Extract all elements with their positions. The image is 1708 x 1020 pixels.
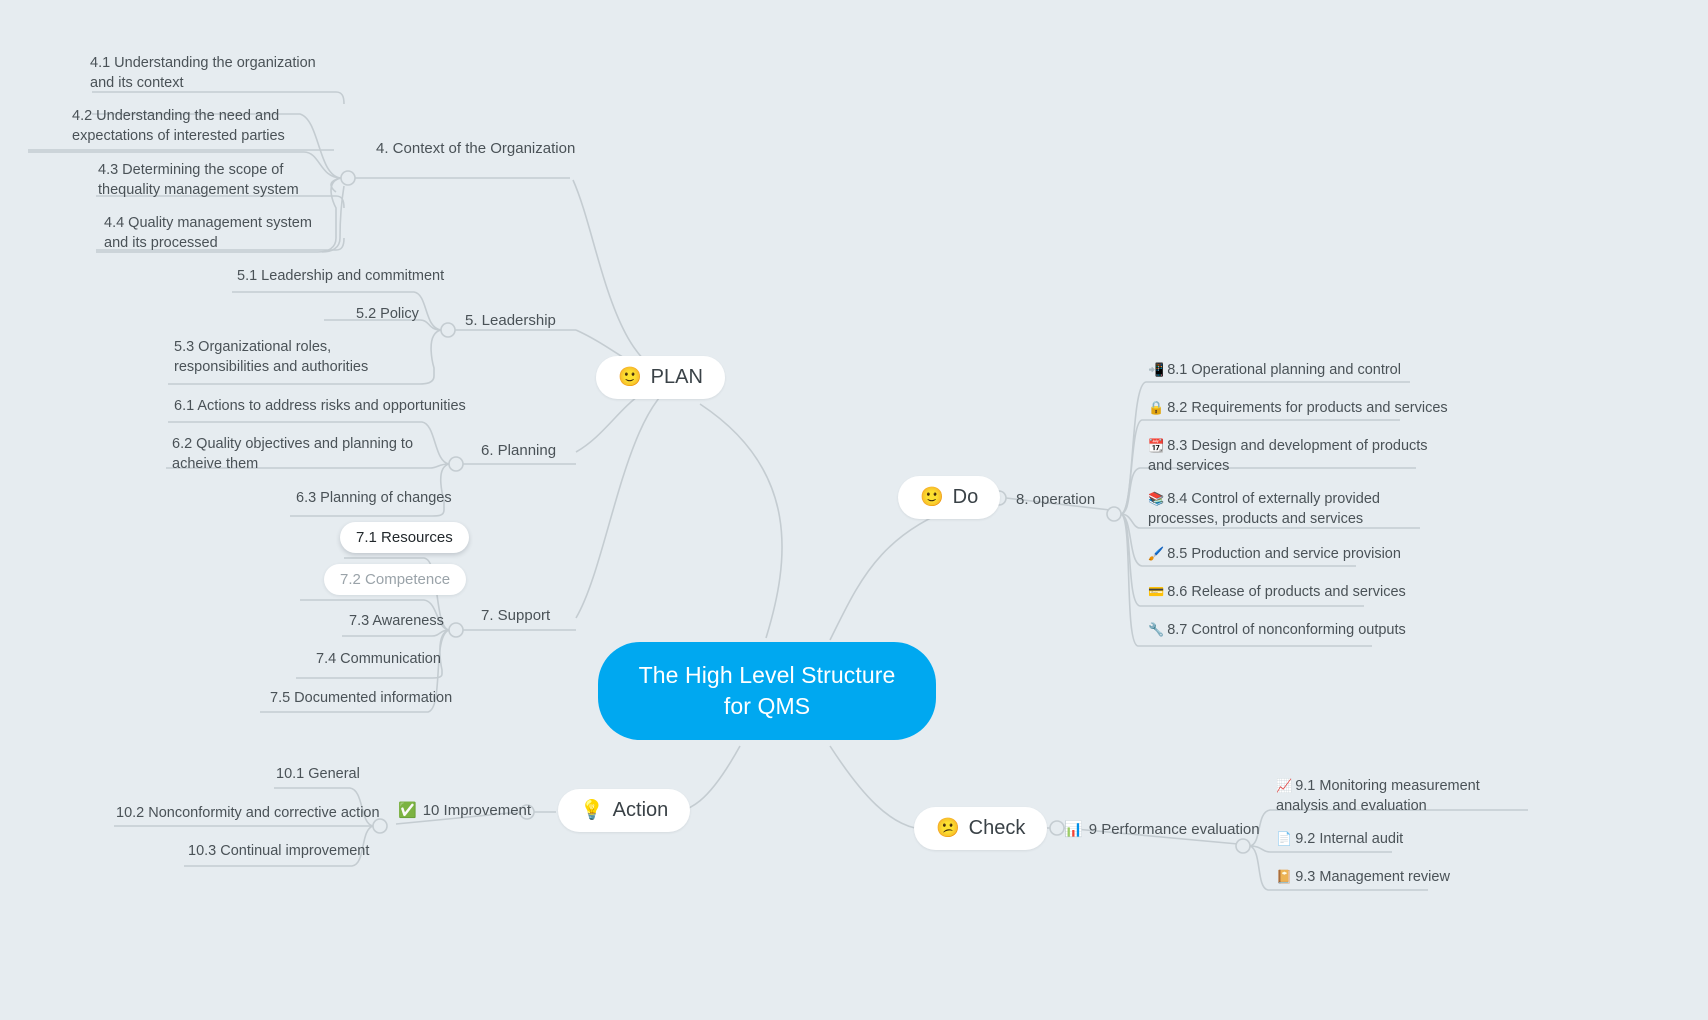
group-label-6: 6. Planning [481,442,557,459]
leaf-node-8-5[interactable]: 🖌️8.5 Production and service provision [1140,542,1409,569]
leaf-label-hover: 7.2 Competence [324,564,467,595]
slightly-smiling-face-icon: 🙂 [920,487,944,508]
leaf-label: 4.4 Quality management system and its pr… [104,215,312,251]
leaf-label: 8.6 Release of products and services [1167,584,1406,600]
lock-icon: 🔒 [1148,400,1165,415]
leaf-node-8-4[interactable]: 📚8.4 Control of externally provided proc… [1140,487,1430,534]
group-node-10[interactable]: ✅ 10 Improvement [398,801,531,821]
leaf-node-5-1[interactable]: 5.1 Leadership and commitment [229,264,452,291]
leaf-node-8-3[interactable]: 📆8.3 Design and development of products … [1140,434,1440,481]
group-node-4[interactable]: 4. Context of the Organization [376,139,575,159]
leaf-label: 7.4 Communication [316,651,441,667]
books-icon: 📚 [1148,491,1165,506]
branch-label-do: Do [952,486,979,508]
leaf-node-8-1[interactable]: 📲8.1 Operational planning and control [1140,358,1409,385]
leaf-label: 6.2 Quality objectives and planning to a… [172,436,414,472]
bar-chart-icon: 📊 [1064,821,1083,838]
leaf-node-10-2[interactable]: 10.2 Nonconformity and corrective action [108,801,388,828]
paintbrush-icon: 🖌️ [1148,546,1165,561]
branch-label-check: Check [968,817,1026,839]
leaf-node-6-1[interactable]: 6.1 Actions to address risks and opportu… [166,394,474,421]
leaf-node-9-2[interactable]: 📄9.2 Internal audit [1268,827,1411,854]
branch-node-plan[interactable]: 🙂 PLAN [596,356,725,399]
leaf-node-5-3[interactable]: 5.3 Organizational roles, responsibiliti… [166,335,424,382]
check-mark-button-icon: ✅ [398,802,417,819]
leaf-node-8-6[interactable]: 💳8.6 Release of products and services [1140,580,1414,607]
leaf-label: 5.1 Leadership and commitment [237,268,445,284]
leaf-label: 6.3 Planning of changes [296,490,452,506]
mobile-phone-arrow-icon: 📲 [1148,362,1165,377]
leaf-node-8-7[interactable]: 🔧8.7 Control of nonconforming outputs [1140,618,1414,645]
leaf-node-6-2[interactable]: 6.2 Quality objectives and planning to a… [164,432,454,479]
leaf-label: 4.1 Understanding the organization and i… [90,55,316,91]
branch-label-plan: PLAN [650,366,703,388]
leaf-label: 4.2 Understanding the need and expectati… [72,108,285,144]
root-label: The High Level Structure for QMS [638,661,896,719]
group-node-6[interactable]: 6. Planning [481,441,556,461]
leaf-node-10-1[interactable]: 10.1 General [268,762,368,789]
leaf-label: 10.2 Nonconformity and corrective action [116,805,380,821]
leaf-node-4-4[interactable]: 4.4 Quality management system and its pr… [96,211,334,258]
group-node-8[interactable]: 8. operation [1016,490,1095,510]
group-node-9[interactable]: 📊 9 Performance evaluation [1064,820,1260,840]
leaf-label: 5.2 Policy [356,306,419,322]
leaf-node-7-1[interactable]: 7.1 Resources [340,522,469,553]
leaf-node-6-3[interactable]: 6.3 Planning of changes [288,486,460,513]
leaf-label: 8.4 Control of externally provided proce… [1148,491,1380,527]
leaf-label: 8.1 Operational planning and control [1167,362,1401,378]
group-label-9: 9 Performance evaluation [1088,821,1260,838]
leaf-node-9-1[interactable]: 📈9.1 Monitoring measurement analysis and… [1268,774,1536,821]
leaf-label: 9.3 Management review [1295,869,1450,885]
leaf-node-5-2[interactable]: 5.2 Policy [348,302,427,329]
branch-node-do[interactable]: 🙂 Do [898,476,1001,519]
leaf-node-7-4[interactable]: 7.4 Communication [308,647,449,674]
leaf-node-7-5[interactable]: 7.5 Documented information [262,686,460,713]
root-node[interactable]: The High Level Structure for QMS [598,642,936,740]
leaf-label: 4.3 Determining the scope of thequality … [98,162,299,198]
credit-card-icon: 💳 [1148,584,1165,599]
leaf-label: 8.3 Design and development of products a… [1148,438,1428,474]
branch-label-action: Action [612,799,669,821]
leaf-node-4-1[interactable]: 4.1 Understanding the organization and i… [82,51,332,98]
page-facing-up-icon: 📄 [1276,831,1293,846]
leaf-node-10-3[interactable]: 10.3 Continual improvement [180,839,377,866]
group-label-8: 8. operation [1016,491,1096,508]
branch-node-check[interactable]: 😕 Check [914,807,1048,850]
branch-node-action[interactable]: 💡 Action [558,789,691,832]
leaf-node-8-2[interactable]: 🔒8.2 Requirements for products and servi… [1140,396,1456,423]
group-label-5: 5. Leadership [465,312,556,329]
group-node-5[interactable]: 5. Leadership [465,311,556,331]
group-label-10: 10 Improvement [422,802,532,819]
slightly-smiling-face-icon: 🙂 [618,367,642,388]
group-node-7[interactable]: 7. Support [481,606,550,626]
leaf-label: 9.1 Monitoring measurement analysis and … [1276,778,1480,814]
leaf-label: 9.2 Internal audit [1295,831,1404,847]
leaf-label: 8.7 Control of nonconforming outputs [1167,622,1406,638]
leaf-label: 5.3 Organizational roles, responsibiliti… [174,339,369,375]
leaf-node-9-3[interactable]: 📔9.3 Management review [1268,865,1458,892]
leaf-label: 8.5 Production and service provision [1167,546,1401,562]
wrench-icon: 🔧 [1148,622,1165,637]
leaf-label: 10.3 Continual improvement [188,843,370,859]
leaf-node-7-3[interactable]: 7.3 Awareness [341,609,452,636]
chart-increasing-icon: 📈 [1276,778,1293,793]
leaf-label: 7.3 Awareness [349,613,444,629]
leaf-label: 7.5 Documented information [270,690,453,706]
leaf-node-4-3[interactable]: 4.3 Determining the scope of thequality … [90,158,330,205]
leaf-node-7-2[interactable]: 7.2 Competence [324,564,467,595]
leaf-label-selected: 7.1 Resources [340,522,469,553]
leaf-node-4-2[interactable]: 4.2 Understanding the need and expectati… [64,104,326,151]
group-label-7: 7. Support [481,607,551,624]
light-bulb-icon: 💡 [580,800,604,821]
confused-face-icon: 😕 [936,818,960,839]
leaf-label: 10.1 General [276,766,360,782]
group-label-4: 4. Context of the Organization [376,140,576,157]
leaf-label: 6.1 Actions to address risks and opportu… [174,398,466,414]
notebook-icon: 📔 [1276,869,1293,884]
tear-off-calendar-icon: 📆 [1148,438,1165,453]
leaf-label: 8.2 Requirements for products and servic… [1167,400,1448,416]
